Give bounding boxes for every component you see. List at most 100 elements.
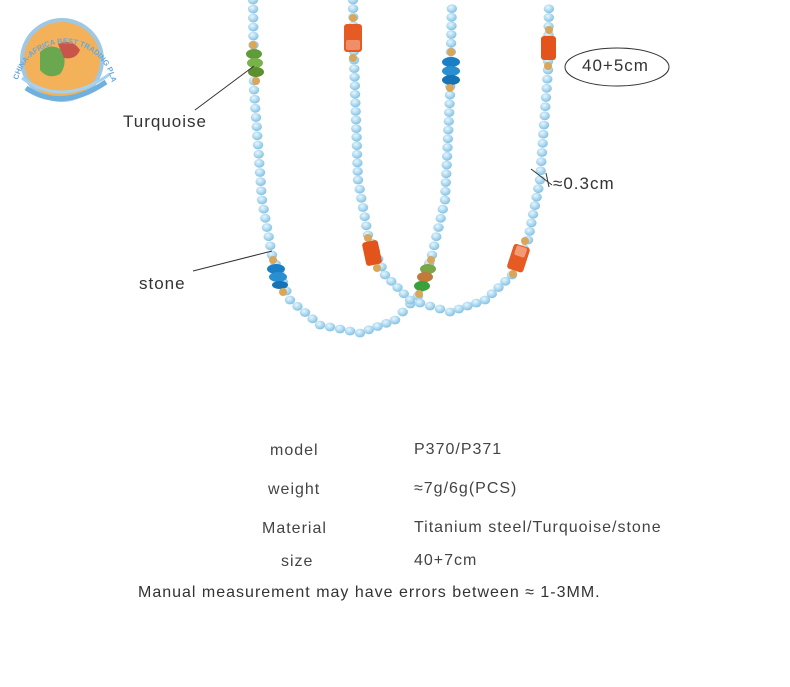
bead: [247, 0, 259, 5]
bead: [334, 324, 346, 334]
spec-key-material: Material: [262, 520, 327, 537]
bead: [524, 227, 535, 236]
bead: [347, 4, 359, 13]
accent-stones: [246, 14, 556, 298]
spec-key-weight: weight: [268, 481, 321, 498]
bead: [351, 124, 362, 133]
bead: [443, 125, 454, 135]
bead: [381, 318, 392, 328]
bead: [250, 113, 262, 122]
bead: [486, 289, 497, 299]
bead: [299, 308, 311, 317]
bead: [536, 148, 548, 157]
necklace-strands: [247, 0, 555, 338]
bead: [379, 270, 391, 280]
china-map-icon: [58, 42, 80, 59]
bead: [397, 307, 408, 317]
turquoise-label: Turquoise: [123, 112, 207, 131]
bead: [284, 295, 296, 305]
bead: [372, 322, 383, 331]
bead: [324, 322, 336, 332]
orange-stone-bottom-2: [507, 237, 530, 278]
bead: [314, 320, 326, 330]
bead: [352, 175, 364, 185]
bead: [248, 22, 259, 32]
bead: [258, 204, 269, 214]
annotation-lines: [192, 47, 670, 272]
bead: [471, 298, 482, 308]
spec-value-material: Titanium steel/Turquoise/stone: [414, 519, 662, 536]
blue-turquoise-cluster-bottom: [267, 256, 288, 296]
bead: [247, 4, 259, 14]
bead: [292, 301, 303, 311]
bead: [350, 115, 362, 125]
orange-stone-bottom-1: [362, 234, 382, 272]
bead: [386, 276, 397, 286]
spec-key-model: model: [270, 442, 319, 459]
bead: [539, 111, 550, 121]
bead: [256, 186, 267, 196]
bead: [444, 90, 456, 100]
bead: [540, 102, 551, 112]
bead: [251, 122, 262, 132]
bead: [350, 107, 361, 116]
bead: [446, 30, 457, 39]
bead: [435, 213, 446, 223]
blue-turquoise-cluster-top: [442, 48, 460, 92]
bead: [252, 131, 263, 141]
bead: [500, 276, 511, 286]
bead: [433, 223, 444, 232]
measurement-note: Manual measurement may have errors betwe…: [138, 584, 601, 601]
bead: [444, 99, 455, 109]
bead: [442, 134, 454, 144]
bead: [444, 108, 455, 117]
bead: [443, 116, 454, 126]
spec-value-model: P370/P371: [414, 441, 503, 458]
bead: [261, 223, 273, 232]
bead: [363, 325, 374, 335]
bead: [440, 186, 451, 196]
bead: [534, 175, 546, 185]
bead: [357, 203, 369, 212]
bead: [253, 149, 264, 159]
bead: [252, 140, 264, 150]
bead: [248, 85, 260, 95]
bead: [354, 328, 366, 338]
company-logo: CHINA-AFRICA BEST TRADING PLATFORM: [0, 0, 119, 102]
bead: [535, 166, 546, 176]
bead: [255, 177, 266, 187]
bead: [446, 4, 457, 13]
bead: [349, 64, 360, 73]
bead: [344, 326, 356, 336]
bead: [347, 0, 359, 5]
bead: [529, 201, 541, 211]
bead: [542, 74, 553, 84]
bead: [356, 193, 367, 203]
bead: [349, 72, 360, 82]
bead: [260, 213, 271, 223]
bead: [351, 132, 362, 142]
spec-value-size: 40+7cm: [414, 552, 478, 569]
bead: [541, 83, 552, 93]
bead: [352, 158, 363, 168]
bead: [354, 184, 365, 194]
bead: [527, 209, 539, 219]
length-label: 40+5cm: [582, 56, 649, 75]
bead: [398, 289, 409, 299]
bead: [250, 103, 261, 113]
bead: [263, 232, 274, 242]
bead-size-label: ≈0.3cm: [553, 174, 615, 193]
bead: [543, 13, 554, 22]
bead: [248, 13, 259, 23]
bead: [429, 241, 440, 251]
bead: [431, 232, 442, 242]
bead: [392, 283, 403, 292]
bead: [439, 195, 451, 205]
bead: [543, 4, 555, 14]
green-turquoise-cluster: [246, 41, 264, 85]
bead: [479, 295, 491, 305]
bead: [349, 81, 361, 91]
green-turquoise-cluster-bottom: [414, 256, 436, 298]
bead: [351, 149, 363, 159]
